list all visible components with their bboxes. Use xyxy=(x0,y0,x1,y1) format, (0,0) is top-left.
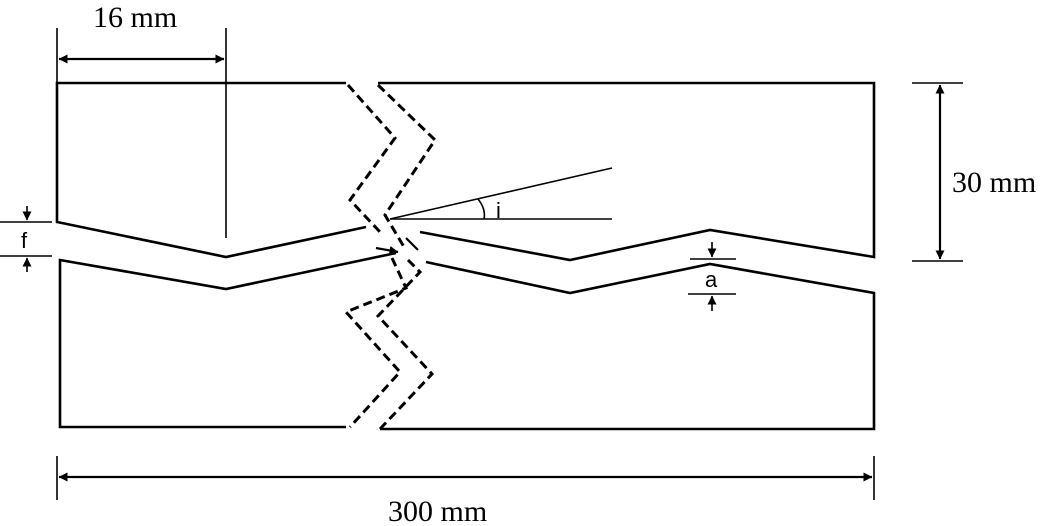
aperture-dimension: f xyxy=(0,206,52,272)
lower-left-block-outline xyxy=(58,251,397,429)
angle-label: i xyxy=(496,198,501,223)
lower-right-block-outline xyxy=(380,260,876,431)
break-lines xyxy=(343,83,437,431)
angle-inclined-line xyxy=(389,167,613,220)
height-label: 30 mm xyxy=(952,166,1036,199)
lower-break-line-right xyxy=(375,258,435,431)
length-label: 300 mm xyxy=(388,495,487,526)
lower-block xyxy=(58,251,876,431)
crack-tip-arrow xyxy=(375,246,399,255)
upper-right-block-outline xyxy=(378,81,876,262)
pitch-label: 16 mm xyxy=(93,1,177,34)
lower-break-line-left xyxy=(343,257,409,429)
height-dimension: 30 mm xyxy=(912,82,1036,262)
upper-left-block-outline xyxy=(55,81,367,259)
upper-break-line-right xyxy=(376,83,437,248)
pitch-dimension: 16 mm xyxy=(56,1,227,238)
upper-break-line-left xyxy=(346,84,397,234)
aperture-label: f xyxy=(21,228,28,253)
length-dimension: 300 mm xyxy=(56,456,875,526)
angle-arc xyxy=(477,198,486,220)
amplitude-dimension: a xyxy=(688,242,736,311)
angle-annotation: i xyxy=(389,167,613,223)
upper-block xyxy=(55,81,876,262)
amplitude-label: a xyxy=(705,267,718,292)
crack-tip-mark xyxy=(405,237,419,251)
